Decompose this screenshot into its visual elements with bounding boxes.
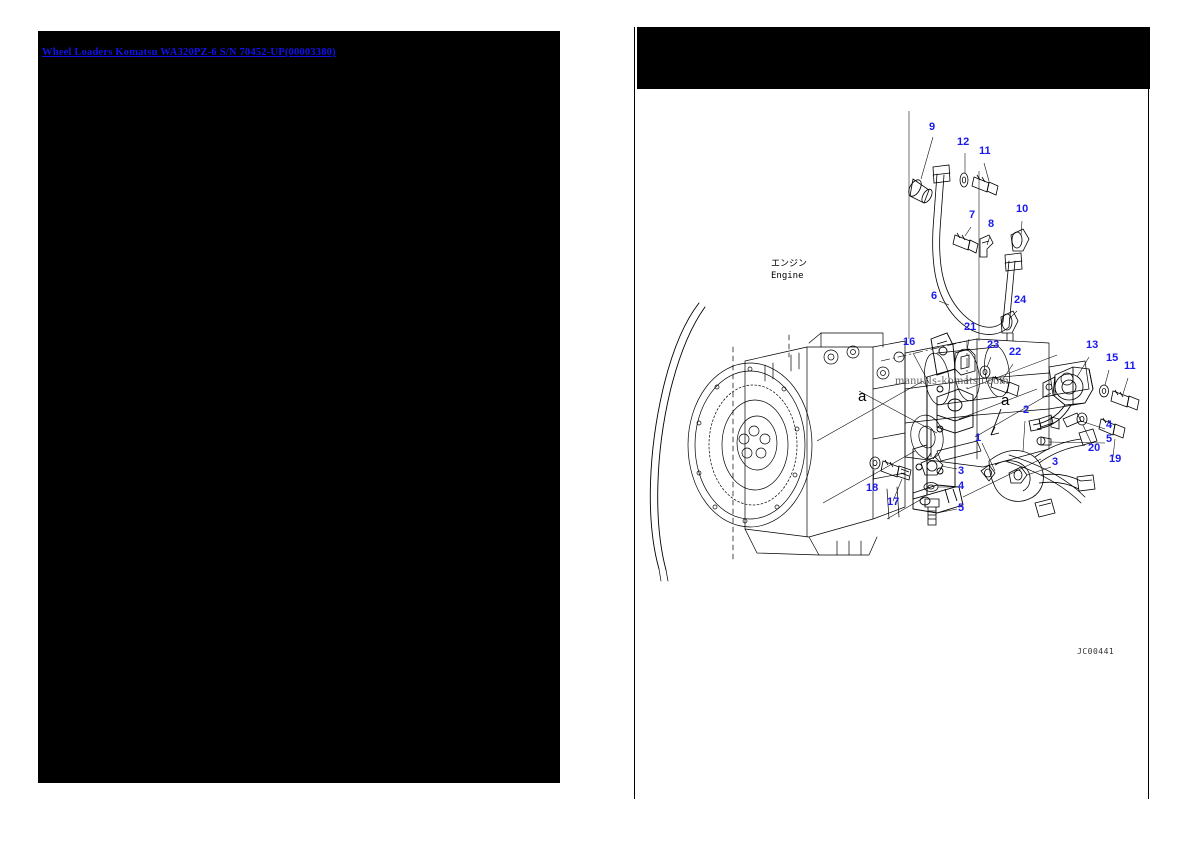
detail-letter-a-engine: a xyxy=(858,388,867,405)
callout-22: 22 xyxy=(1009,346,1022,358)
panel-header-bar xyxy=(637,27,1150,89)
right-diagram-panel: エンジン Engine a a 9 12 11 7 8 10 6 24 16 2… xyxy=(634,27,1150,799)
engine-label-english: Engine xyxy=(771,271,804,281)
panel-border-right xyxy=(1148,89,1149,799)
callout-18: 18 xyxy=(866,482,879,494)
callout-24: 24 xyxy=(1014,294,1027,306)
parts-diagram: エンジン Engine a a 9 12 11 7 8 10 6 24 16 2… xyxy=(637,89,1148,799)
callout-8: 8 xyxy=(988,218,995,230)
engine-label-japanese: エンジン xyxy=(771,259,808,269)
callout-19: 19 xyxy=(1109,453,1122,465)
callout-9: 9 xyxy=(929,121,936,133)
callout-5-right: 5 xyxy=(1106,433,1113,445)
callout-12: 12 xyxy=(957,136,970,148)
callout-21: 21 xyxy=(964,321,977,333)
callout-10: 10 xyxy=(1016,203,1029,215)
callout-16: 16 xyxy=(903,336,916,348)
left-content-panel: Wheel Loaders Komatsu WA320PZ-6 S/N 7045… xyxy=(38,31,560,783)
callout-1: 1 xyxy=(975,432,982,444)
callout-11: 11 xyxy=(979,145,991,157)
callout-17: 17 xyxy=(887,496,900,508)
panel-border-left xyxy=(634,27,635,799)
callout-3-bottom: 3 xyxy=(958,465,965,477)
drawing-code-label: JC00441 xyxy=(1077,647,1115,656)
callout-11-right: 11 xyxy=(1124,360,1136,372)
callout-15: 15 xyxy=(1106,352,1119,364)
callout-2: 2 xyxy=(1023,404,1030,416)
detail-letter-a-bracket: a xyxy=(1001,392,1010,409)
callout-3-right: 3 xyxy=(1052,456,1059,468)
exploded-view-drawing xyxy=(649,111,1140,582)
callout-23: 23 xyxy=(987,339,1000,351)
callout-13: 13 xyxy=(1086,339,1099,351)
callout-4-right: 4 xyxy=(1106,419,1113,431)
site-watermark: manuals-komatsu.com xyxy=(895,373,1010,387)
callout-6: 6 xyxy=(931,290,938,302)
document-title-link[interactable]: Wheel Loaders Komatsu WA320PZ-6 S/N 7045… xyxy=(42,47,336,58)
callout-7: 7 xyxy=(969,209,976,221)
callout-5-bottom: 5 xyxy=(958,502,965,514)
callout-20: 20 xyxy=(1088,442,1101,454)
callout-4-bottom: 4 xyxy=(958,480,965,492)
